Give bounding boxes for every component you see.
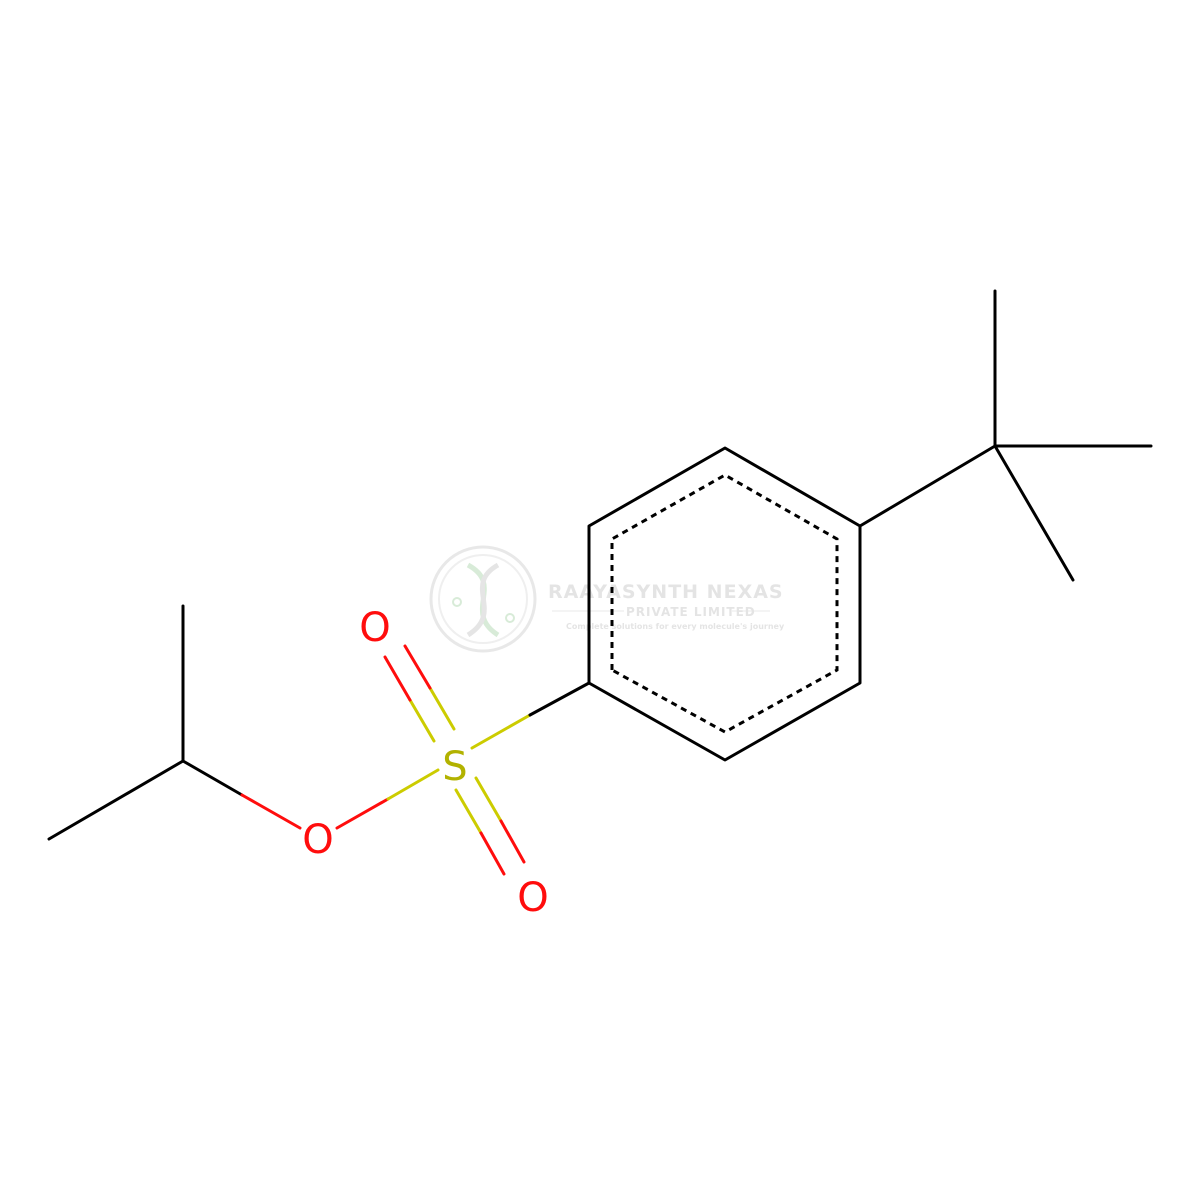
watermark-title: RAAYASYNTH NEXAS	[548, 581, 784, 603]
bond-methyl-left	[47, 759, 185, 841]
isopropyl-group	[47, 604, 244, 841]
bond-ch-o-red	[240, 793, 302, 830]
bond-tbutyl-methyl-down	[993, 444, 1075, 582]
bond-ring-tbutyl	[858, 444, 997, 528]
watermark-tagline: Complete solutions for every molecule's …	[566, 622, 785, 631]
bond-o-s-yellow	[386, 768, 440, 801]
atom-sulfur: S	[442, 744, 467, 790]
ring-aromatic-dashed	[610, 473, 839, 734]
watermark-subtitle: PRIVATE LIMITED	[626, 605, 756, 619]
bond-s-o-top	[383, 644, 456, 743]
dna-helix-icon	[429, 545, 537, 653]
bond-s-aryl-yellow	[470, 713, 532, 750]
benzene-ring	[587, 446, 862, 762]
ring-outer	[587, 446, 862, 762]
atom-o-ester: O	[302, 817, 333, 863]
watermark: RAAYASYNTH NEXAS PRIVATE LIMITED Complet…	[429, 545, 785, 653]
atom-o-bottom: O	[517, 875, 548, 921]
bond-ch-o-black	[181, 759, 244, 797]
tert-butyl-group	[858, 289, 1153, 582]
atom-o-top: O	[359, 605, 390, 651]
bond-s-o-bottom	[454, 776, 526, 876]
bond-o-s-red	[335, 797, 390, 830]
bond-s-aryl-black	[528, 681, 591, 717]
